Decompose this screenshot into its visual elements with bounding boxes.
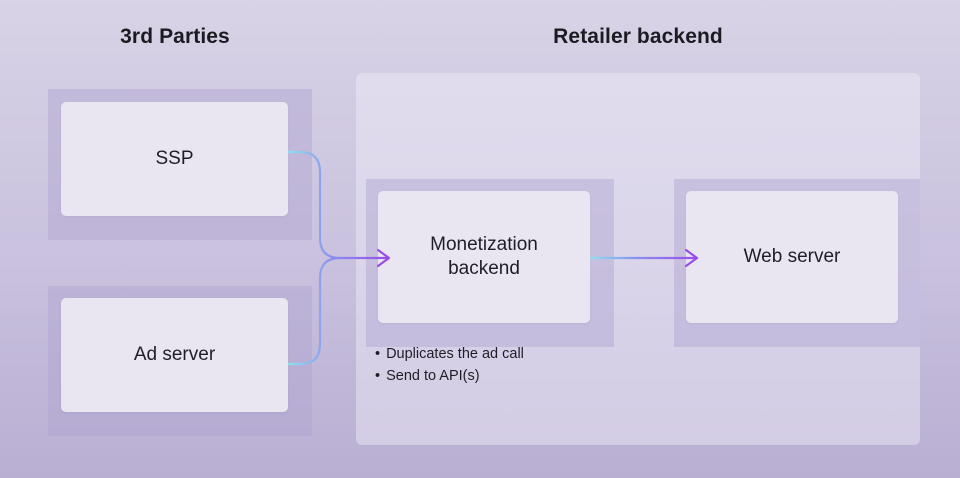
heading-3rd-parties: 3rd Parties [120,25,230,48]
heading-retailer-backend: Retailer backend [553,25,723,48]
arrowhead-web-server [684,248,699,268]
ad-server-node[interactable]: Ad server [61,298,288,412]
connector-ssp-to-monetization [288,150,388,260]
monetization-label-line1: Monetization [430,234,538,255]
ssp-label: SSP [155,148,194,169]
arrowhead-monetization [376,248,391,268]
connector-ad-server-to-monetization [288,256,341,366]
ssp-node[interactable]: SSP [61,102,288,216]
web-server-node[interactable]: Web server [686,191,898,323]
monetization-backend-node[interactable]: Monetization backend [378,191,590,323]
web-server-label: Web server [743,246,841,267]
monetization-label-line2: backend [448,258,520,279]
note-item: Send to API(s) [375,365,524,387]
note-item: Duplicates the ad call [375,343,524,365]
monetization-notes: Duplicates the ad call Send to API(s) [375,343,524,387]
ad-server-label: Ad server [133,344,216,365]
